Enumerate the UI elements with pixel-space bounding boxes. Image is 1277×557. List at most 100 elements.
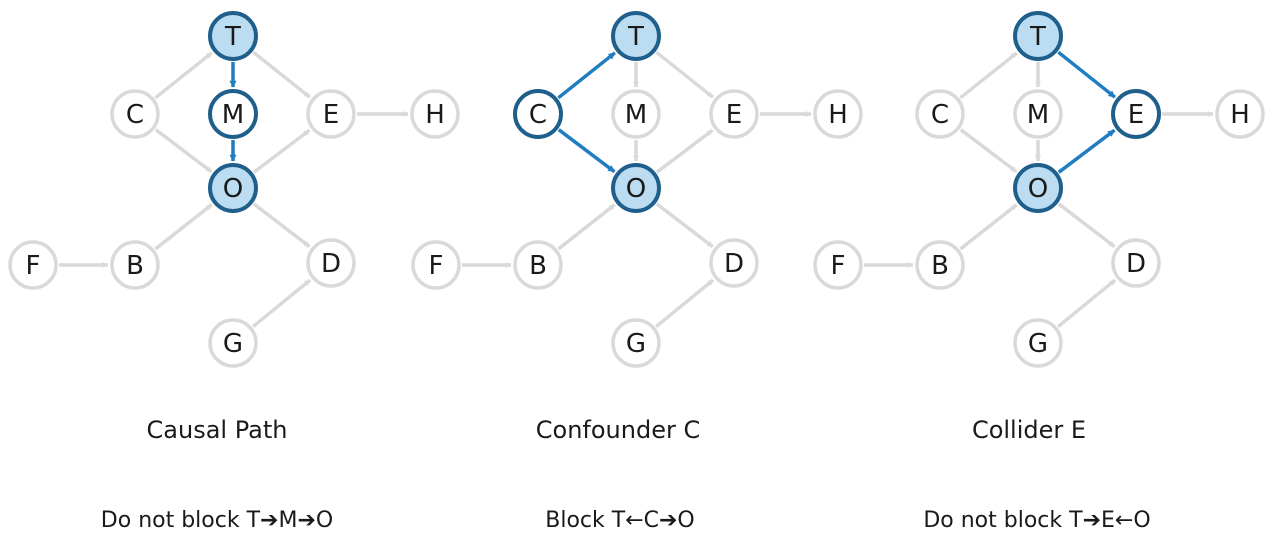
node-label: B [931, 251, 949, 281]
node-label: G [626, 329, 646, 359]
edge-c-to-t [154, 51, 213, 100]
node-c: C [513, 89, 563, 139]
node-circle [1111, 89, 1161, 139]
node-circle [611, 89, 661, 139]
node-circle [208, 89, 258, 139]
edge-g-to-d [1057, 278, 1117, 328]
node-label: H [828, 100, 848, 130]
node-h: H [410, 89, 460, 139]
node-circle [306, 89, 356, 139]
node-c: C [110, 89, 160, 139]
node-circle [208, 11, 258, 61]
node-label: T [627, 22, 644, 52]
node-m: M [611, 89, 661, 139]
edge-c-to-o [557, 128, 616, 174]
node-label: M [1027, 100, 1049, 130]
edge-g-to-d [655, 278, 715, 328]
node-d: D [306, 238, 356, 288]
node-circle [8, 240, 58, 290]
edge-b-to-o [557, 203, 616, 251]
caption-causal-path: Causal Path [146, 416, 288, 444]
node-circle [110, 240, 160, 290]
node-circle [306, 238, 356, 288]
node-label: M [222, 100, 244, 130]
edge-t-to-e [1057, 50, 1116, 99]
node-label: G [223, 329, 243, 359]
rule-collider: Do not block T➔E←O [923, 508, 1151, 533]
node-circle [208, 163, 258, 213]
edge-o-to-d [655, 202, 714, 248]
node-b: B [915, 240, 965, 290]
edge-t-to-e [655, 50, 714, 99]
node-b: B [110, 240, 160, 290]
node-circle [915, 89, 965, 139]
node-circle [1013, 318, 1063, 368]
node-circle [1013, 89, 1063, 139]
edge-o-to-e [1057, 128, 1116, 174]
node-circle [611, 163, 661, 213]
node-e: E [1111, 89, 1161, 139]
node-e: E [306, 89, 356, 139]
caption-collider: Collider E [971, 416, 1087, 444]
node-circle [110, 89, 160, 139]
node-circle [611, 318, 661, 368]
edge-o-to-d [1057, 202, 1116, 248]
edge-b-to-o [154, 203, 213, 251]
node-circle [813, 89, 863, 139]
node-circle [1013, 11, 1063, 61]
node-label: M [625, 100, 647, 130]
node-d: D [709, 238, 759, 288]
panel-confounder: T M C E H O F B D G [411, 11, 863, 368]
node-t: T [611, 11, 661, 61]
node-label: C [529, 100, 547, 130]
node-circle [410, 89, 460, 139]
node-label: B [126, 251, 144, 281]
edge-o-to-e [252, 128, 311, 174]
edge-c-to-t [959, 51, 1018, 100]
node-label: O [626, 174, 646, 204]
edge-c-to-o [959, 128, 1018, 174]
node-h: H [1215, 89, 1265, 139]
node-label: E [1128, 100, 1144, 130]
node-t: T [208, 11, 258, 61]
node-m: M [1013, 89, 1063, 139]
node-o: O [208, 163, 258, 213]
node-label: D [724, 249, 744, 279]
node-o: O [611, 163, 661, 213]
node-label: T [224, 22, 241, 52]
node-label: C [931, 100, 949, 130]
node-e: E [709, 89, 759, 139]
node-circle [513, 240, 563, 290]
node-label: G [1028, 329, 1048, 359]
node-c: C [915, 89, 965, 139]
edge-o-to-e [655, 128, 714, 174]
node-label: D [321, 249, 341, 279]
node-label: C [126, 100, 144, 130]
node-t: T [1013, 11, 1063, 61]
node-circle [208, 318, 258, 368]
node-f: F [813, 240, 863, 290]
node-circle [611, 11, 661, 61]
edge-c-to-o [154, 128, 213, 174]
node-circle [709, 238, 759, 288]
node-label: F [831, 251, 846, 281]
node-label: F [26, 251, 41, 281]
node-b: B [513, 240, 563, 290]
edge-c-to-t [557, 51, 616, 100]
node-circle [513, 89, 563, 139]
node-circle [1215, 89, 1265, 139]
node-label: O [223, 174, 243, 204]
node-label: E [726, 100, 742, 130]
node-circle [1111, 238, 1161, 288]
edge-g-to-d [252, 278, 312, 328]
rule-confounder: Block T←C➔O [545, 508, 695, 533]
node-o: O [1013, 163, 1063, 213]
edge-o-to-d [252, 202, 311, 248]
node-g: G [1013, 318, 1063, 368]
rule-causal-path: Do not block T➔M➔O [100, 508, 334, 533]
node-circle [915, 240, 965, 290]
node-label: B [529, 251, 547, 281]
edge-b-to-o [959, 203, 1018, 251]
